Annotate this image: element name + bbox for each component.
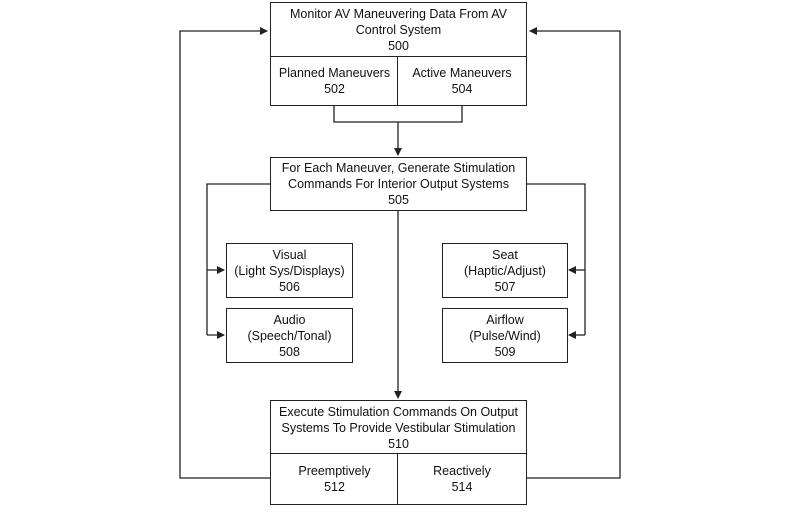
node-500-line-2: Control System xyxy=(355,23,442,37)
node-510-line-1: Execute Stimulation Commands On Output xyxy=(278,404,518,419)
node-505-line-1: For Each Maneuver, Generate Stimulation xyxy=(281,161,516,175)
node-512-preemptively: Preemptively 512 xyxy=(270,453,399,505)
node-514-reactively: Reactively 514 xyxy=(397,453,527,505)
node-504-active-maneuvers: Active Maneuvers 504 xyxy=(397,56,527,106)
node-509-airflow: Airflow (Pulse/Wind) 509 xyxy=(442,308,568,363)
node-502-planned-maneuvers: Planned Maneuvers 502 xyxy=(270,56,399,106)
node-508-ref: 508 xyxy=(279,344,300,359)
node-512-ref: 512 xyxy=(324,480,345,494)
node-510-execute-commands: Execute Stimulation Commands On Output S… xyxy=(270,400,527,455)
node-502-ref: 502 xyxy=(324,82,345,96)
node-509-line-2: (Pulse/Wind) xyxy=(469,328,541,343)
node-506-ref: 506 xyxy=(279,279,300,294)
node-508-audio: Audio (Speech/Tonal) 508 xyxy=(226,308,353,363)
node-512-label: Preemptively xyxy=(298,464,371,478)
node-514-label: Reactively xyxy=(433,464,491,478)
node-505-generate-commands: For Each Maneuver, Generate Stimulation … xyxy=(270,157,527,211)
node-508-line-1: Audio xyxy=(273,312,306,327)
node-509-ref: 509 xyxy=(494,344,516,359)
connector-merge-502-504 xyxy=(333,106,463,123)
feedback-loop-right xyxy=(527,27,621,479)
node-508-line-2: (Speech/Tonal) xyxy=(247,328,332,343)
node-510-ref: 510 xyxy=(388,436,409,451)
node-510-line-2: Systems To Provide Vestibular Stimulatio… xyxy=(281,420,516,435)
node-507-ref: 507 xyxy=(494,279,516,294)
node-509-line-1: Airflow xyxy=(486,312,524,327)
node-506-line-2: (Light Sys/Displays) xyxy=(234,263,345,278)
node-506-visual: Visual (Light Sys/Displays) 506 xyxy=(226,243,353,298)
node-502-label: Planned Maneuvers xyxy=(278,66,391,80)
node-507-line-1: Seat xyxy=(492,247,518,262)
connector-left-branch xyxy=(206,183,270,335)
node-500-line-1: Monitor AV Maneuvering Data From AV xyxy=(290,7,507,21)
node-505-line-2: Commands For Interior Output Systems xyxy=(288,177,509,191)
node-500-ref: 500 xyxy=(388,39,409,53)
node-506-line-1: Visual xyxy=(272,247,307,262)
node-507-seat: Seat (Haptic/Adjust) 507 xyxy=(442,243,568,298)
node-504-ref: 504 xyxy=(451,82,473,96)
node-500-monitor-av-data: Monitor AV Maneuvering Data From AV Cont… xyxy=(270,2,527,58)
feedback-loop-left xyxy=(179,27,270,479)
node-514-ref: 514 xyxy=(451,480,473,494)
node-507-line-2: (Haptic/Adjust) xyxy=(464,263,546,278)
node-505-ref: 505 xyxy=(388,193,409,207)
node-504-label: Active Maneuvers xyxy=(412,66,512,80)
connector-right-branch xyxy=(527,183,586,335)
